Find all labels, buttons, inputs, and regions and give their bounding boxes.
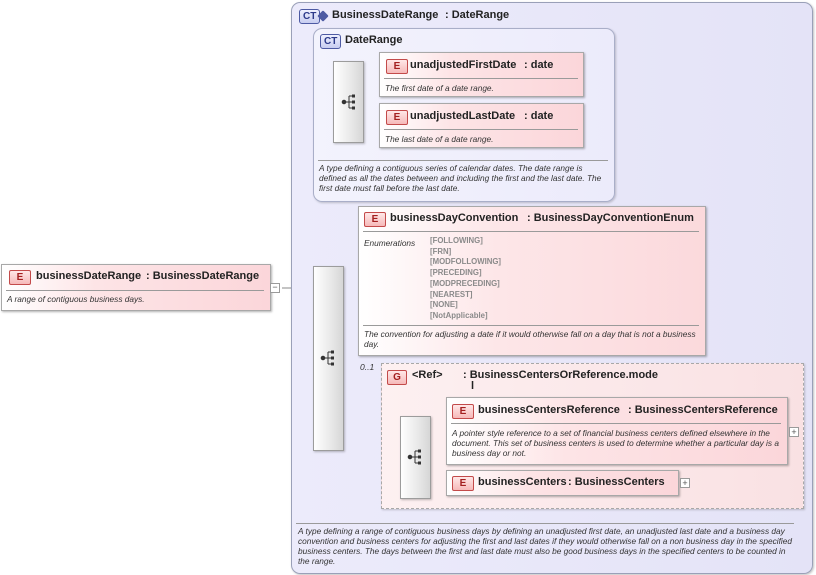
base-type-name: DateRange [345,34,403,46]
enumeration-value: [MODFOLLOWING] [430,257,502,267]
divider [296,523,794,524]
element-badge: E [386,110,408,125]
choice-icon [407,449,421,465]
business-day-convention-name: businessDayConvention [390,212,519,224]
business-day-convention-box[interactable]: E businessDayConvention : BusinessDayCon… [358,206,706,356]
complex-type-base: : DateRange [445,9,510,21]
group-type-continued: l [471,380,475,392]
unadjusted-last-date-name: unadjustedLastDate [410,110,516,122]
sequence-icon [341,94,355,110]
enumeration-value: [NotApplicable] [430,310,488,320]
element-badge: E [9,270,31,285]
unadjusted-first-date-type: : date [524,59,554,71]
unadjusted-last-date-type: : date [524,110,554,122]
business-centers-box[interactable]: E businessCenters : BusinessCenters [446,470,679,496]
business-centers-reference-name: businessCentersReference [478,404,620,416]
enumeration-value: [PRECEDING] [430,268,482,278]
divider [6,290,264,291]
group-badge: G [387,370,407,385]
business-day-convention-description: The convention for adjusting a date if i… [364,329,696,349]
sequence-icon [320,350,334,366]
business-centers-type: : BusinessCenters [568,476,665,488]
base-type-description: A type defining a contiguous series of c… [319,163,602,193]
collapse-toggle[interactable]: − [270,283,280,293]
divider [384,78,578,79]
base-type-badge: CT [320,34,342,49]
element-badge: E [452,404,474,419]
sequence-compositor [313,266,344,451]
group-type: : BusinessCentersOrReference.mode [463,369,659,381]
divider [451,423,781,424]
unadjusted-first-date-name: unadjustedFirstDate [410,59,517,71]
expand-toggle[interactable]: + [789,427,799,437]
business-centers-reference-type: : BusinessCentersReference [628,404,778,416]
root-element-description: A range of contiguous business days. [7,294,145,304]
unadjusted-last-date-description: The last date of a date range. [385,134,494,144]
choice-compositor [400,416,431,499]
group-ref: <Ref> [412,369,443,381]
enumeration-value: [NEAREST] [430,289,473,299]
divider [318,160,608,161]
element-badge: E [386,59,408,74]
complex-type-description: A type defining a range of contiguous bu… [298,526,792,566]
element-badge: E [452,476,474,491]
element-badge: E [364,212,386,227]
complex-type-name: BusinessDateRange [332,9,439,21]
root-element-box[interactable]: E businessDateRange : BusinessDateRange … [1,264,271,311]
unadjusted-first-date-box[interactable]: E unadjustedFirstDate : date The first d… [379,52,584,97]
unadjusted-first-date-description: The first date of a date range. [385,83,494,93]
enumeration-value: [FOLLOWING] [430,236,483,245]
enumerations-label: Enumerations [364,238,416,248]
group-occurrence: 0..1 [360,362,375,372]
business-centers-reference-box[interactable]: E businessCentersReference : BusinessCen… [446,397,788,465]
business-centers-name: businessCenters [478,476,567,488]
enumeration-value: [FRN] [430,246,452,256]
unadjusted-last-date-box[interactable]: E unadjustedLastDate : date The last dat… [379,103,584,148]
sequence-compositor [333,61,364,143]
root-element-type: : BusinessDateRange [146,270,260,282]
divider [363,325,699,326]
divider [363,231,699,232]
expand-toggle[interactable]: + [680,478,690,488]
enumeration-value: [NONE] [430,300,458,310]
divider [384,129,578,130]
business-centers-reference-description: A pointer style reference to a set of fi… [452,428,779,458]
enumeration-value: [MODPRECEDING] [430,278,500,288]
business-day-convention-type: : BusinessDayConventionEnum [527,212,694,224]
root-element-name: businessDateRange [36,270,142,282]
